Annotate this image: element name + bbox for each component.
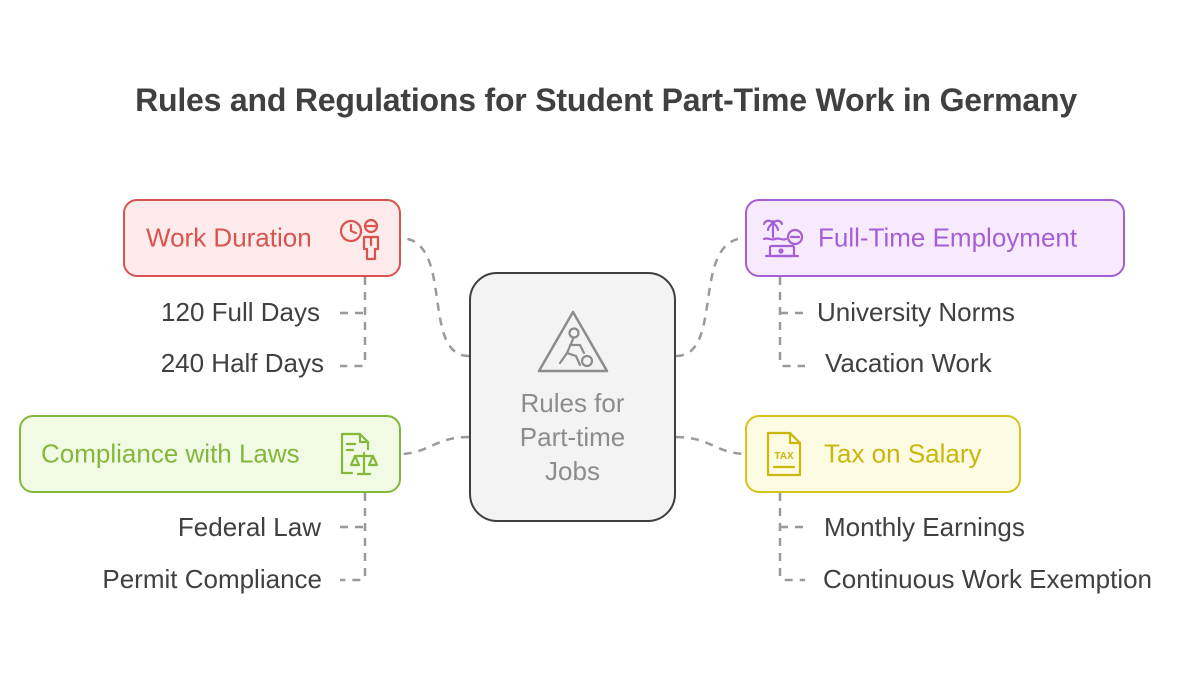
tax-on-salary-box: TAX Tax on Salary: [745, 415, 1021, 493]
tax-document-icon: TAX: [766, 431, 802, 477]
center-node: Rules for Part-time Jobs: [469, 272, 676, 522]
full-time-item-1: University Norms: [817, 297, 1015, 327]
tax-on-salary-label: Tax on Salary: [824, 438, 982, 469]
diagram-title: Rules and Regulations for Student Part-T…: [135, 82, 1077, 118]
compliance-item-1: Federal Law: [177, 512, 321, 542]
compliance-item-2: Permit Compliance: [102, 564, 322, 594]
full-time-employment-box: Full-Time Employment: [745, 199, 1125, 277]
work-duration-label: Work Duration: [146, 222, 312, 253]
center-label-line-1: Rules for: [520, 388, 625, 418]
compliance-with-laws-box: Compliance with Laws: [19, 415, 401, 493]
beach-laptop-icon: [762, 219, 804, 258]
center-label-line-2: Part-time: [519, 422, 626, 452]
center-label-line-3: Jobs: [545, 456, 600, 486]
construction-worker-warning-icon: [537, 310, 609, 373]
work-duration-box: Work Duration: [123, 199, 401, 277]
full-time-item-2: Vacation Work: [825, 348, 992, 378]
svg-text:TAX: TAX: [774, 451, 794, 462]
clock-person-icon: [339, 218, 380, 261]
center-label: Rules for Part-time Jobs: [471, 386, 674, 488]
tax-item-2: Continuous Work Exemption: [823, 564, 1153, 594]
legal-document-scales-icon: [340, 432, 379, 476]
tax-item-1: Monthly Earnings: [824, 512, 1025, 542]
full-time-employment-label: Full-Time Employment: [818, 222, 1078, 253]
work-duration-item-1: 120 Full Days: [161, 297, 320, 327]
work-duration-item-2: 240 Half Days: [160, 348, 324, 378]
compliance-with-laws-label: Compliance with Laws: [41, 438, 300, 469]
